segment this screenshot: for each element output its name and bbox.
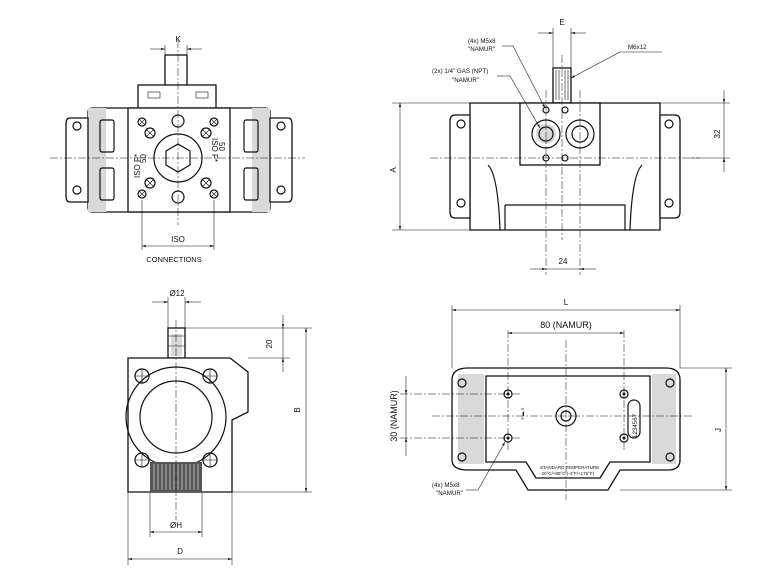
bottom-left-view: Ø12 20 B ØH D xyxy=(125,289,312,565)
std-temp-line1: STANDARD TEMPERATURE xyxy=(540,465,599,470)
top-left-view: K ISO CONNECTIONS ISO F* 50 ISO F* 50 xyxy=(50,35,305,264)
m5-bottom-namur: "NAMUR" xyxy=(436,490,463,497)
connections-label: CONNECTIONS xyxy=(146,255,201,264)
phih-label: ØH xyxy=(170,521,182,530)
iso-flange-left-label: ISO F* xyxy=(133,154,142,178)
m6-label: M6x12 xyxy=(628,44,647,51)
gas-label: (2x) 1/4" GAS (NPT) xyxy=(432,68,488,75)
svg-text:≡ ▬ ≡: ≡ ▬ ≡ xyxy=(520,407,525,420)
j-label: J xyxy=(714,428,723,432)
gas-namur: "NAMUR" xyxy=(452,77,479,84)
d-label: D xyxy=(177,547,183,556)
m5-namur: "NAMUR" xyxy=(468,46,495,53)
bottom-right-view: ≡ ▬ ≡ 1234567 STANDARD TEMPERATURE -20°C… xyxy=(389,298,732,500)
top-right-view: E (4x) M5x8 "NAMUR" (2x) 1/4" GAS (NPT) … xyxy=(389,18,730,275)
iso-flange-right-label: ISO F* xyxy=(210,138,219,162)
dim-32-label: 32 xyxy=(713,129,722,138)
namur30-label: 30 (NAMUR) xyxy=(389,390,399,442)
dim-20-label: 20 xyxy=(265,339,274,348)
serial-number: 1234567 xyxy=(632,413,639,438)
b-label: B xyxy=(293,407,302,412)
phi12-label: Ø12 xyxy=(169,289,185,298)
std-temp-line2: -20°C/+80°C (-4°F/+176°F) xyxy=(540,471,595,476)
e-label: E xyxy=(559,18,564,27)
m5-label: (4x) M5x8 xyxy=(468,38,496,45)
dim-24-label: 24 xyxy=(559,257,568,266)
k-label: K xyxy=(175,35,181,44)
flange-digits-left: 50 xyxy=(139,154,148,163)
l-label: L xyxy=(564,298,569,307)
m5-bottom-label: (4x) M5x8 xyxy=(432,482,460,489)
a-label: A xyxy=(389,167,398,173)
namur80-label: 80 (NAMUR) xyxy=(540,320,592,330)
iso-label: ISO xyxy=(171,235,185,244)
flange-digits-right: 50 xyxy=(217,142,226,151)
